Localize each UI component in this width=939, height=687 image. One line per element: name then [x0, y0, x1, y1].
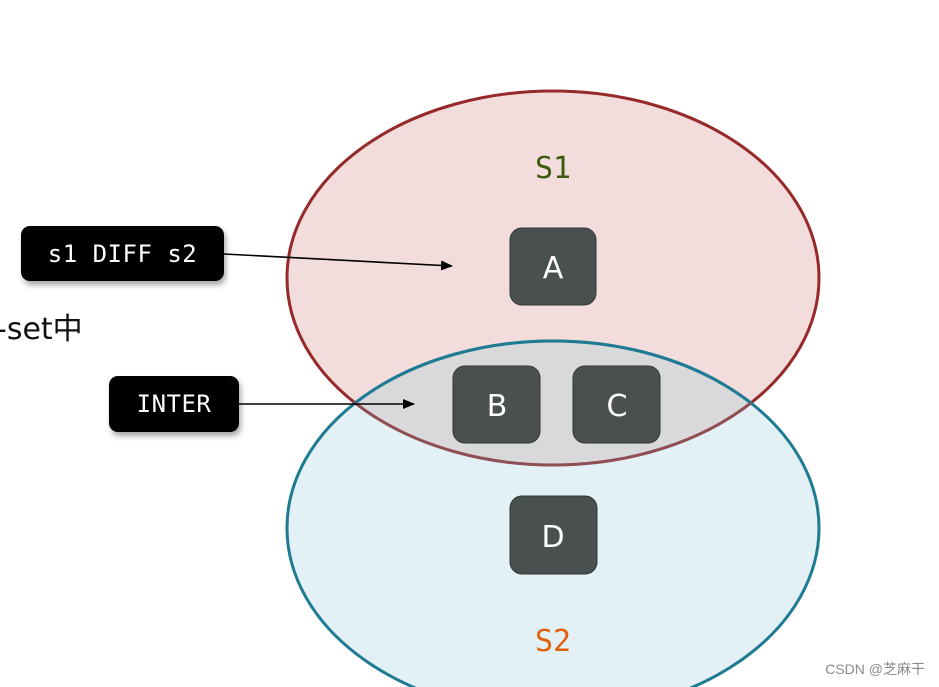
watermark: CSDN @芝麻干	[825, 661, 925, 677]
element-d: D	[509, 495, 598, 575]
element-b: B	[452, 365, 541, 444]
diff-arrow	[223, 253, 453, 271]
set-s1-outline-in-intersection	[287, 341, 819, 467]
element-d-label: D	[541, 520, 564, 555]
element-a-label: A	[543, 251, 564, 286]
set-s2-outline	[287, 339, 819, 465]
intersection-region	[288, 342, 818, 465]
side-text-fragment: -set中	[0, 312, 83, 347]
element-c: C	[572, 365, 661, 444]
element-a: A	[509, 227, 597, 306]
inter-callout: INTER	[109, 376, 239, 432]
set-s2-label: S2	[535, 624, 571, 659]
inter-callout-label: INTER	[136, 390, 212, 418]
diff-callout-label: s1 DIFF s2	[47, 239, 198, 268]
element-c-label: C	[607, 389, 628, 424]
set-s1-label: S1	[535, 151, 571, 186]
element-b-label: B	[487, 389, 508, 424]
diff-callout: s1 DIFF s2	[21, 226, 224, 281]
